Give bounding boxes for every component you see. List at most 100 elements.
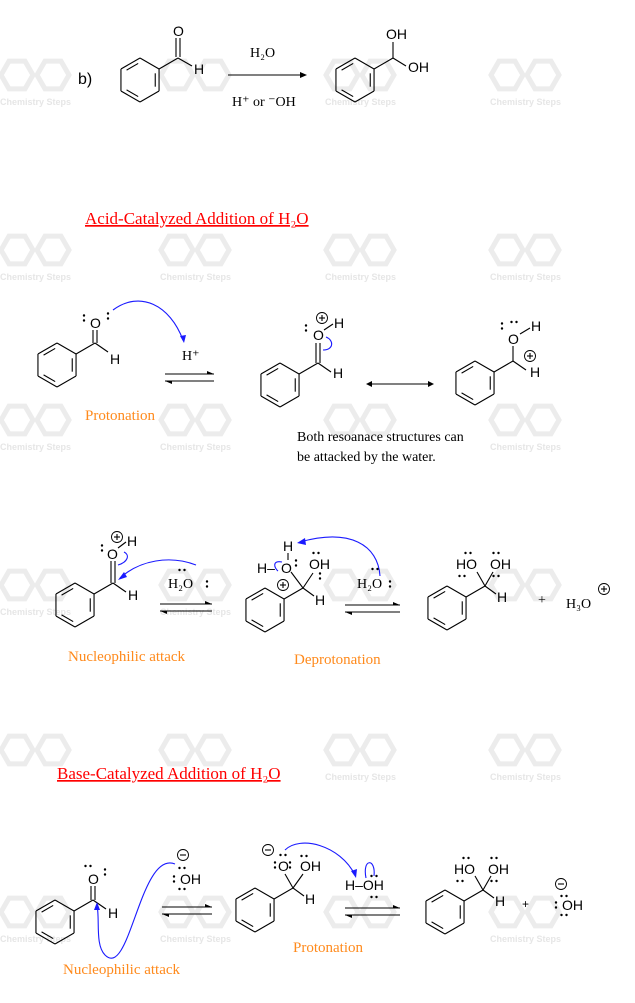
atom-oh: OH: [386, 26, 407, 42]
step-label-deprotonation: Deprotonation: [294, 652, 381, 668]
bond: [425, 889, 446, 902]
electron-dot: [456, 879, 459, 883]
bond: [264, 620, 285, 633]
atom-o: O: [313, 327, 324, 343]
curved-arrow: [322, 336, 333, 351]
bond: [260, 395, 281, 408]
reagent-water: H₂O: [168, 577, 193, 592]
watermark-text: Chemistry Steps: [0, 97, 71, 107]
electron-dot: [178, 568, 181, 572]
atom-h: H: [495, 893, 505, 909]
lone-pair: [500, 322, 504, 330]
electron-dot: [370, 874, 373, 878]
arrowhead: [393, 602, 400, 605]
bond: [55, 615, 76, 628]
hydrate-product: [425, 889, 484, 935]
equilibrium-arrows: [345, 602, 400, 615]
bond: [446, 618, 467, 631]
benzene-ring: [235, 887, 275, 933]
hexagon-icon: [158, 403, 196, 437]
bond: [446, 585, 467, 598]
double-bond: [341, 89, 354, 98]
double-bond: [431, 921, 444, 930]
electron-dot: [560, 913, 563, 917]
lone-pair: [490, 856, 498, 860]
bond: [120, 90, 141, 103]
double-bond: [433, 617, 446, 626]
watermark-logo: Chemistry Steps: [323, 233, 397, 282]
electron-dot: [294, 564, 298, 567]
lone-pair: [103, 868, 107, 876]
lone-pair: [304, 324, 308, 332]
double-bond: [266, 367, 279, 376]
electron-dot: [318, 577, 322, 580]
lone-pair: [106, 312, 110, 320]
bond: [55, 582, 76, 595]
electron-dot: [273, 866, 277, 869]
protonated-aldehyde: [55, 582, 114, 628]
watermark-text: Chemistry Steps: [490, 97, 561, 107]
bond: [335, 57, 356, 70]
watermark-logo: Chemistry Steps: [488, 403, 562, 452]
hexagon-icon: [158, 233, 196, 267]
atom-h: H: [305, 891, 315, 907]
hexagon-icon: [194, 403, 232, 437]
step-label-nucleophilic-attack: Nucleophilic attack: [68, 649, 186, 665]
electron-dot: [100, 544, 104, 547]
watermark-logo: Chemistry Steps: [158, 568, 232, 617]
double-bond: [41, 931, 54, 940]
electron-dot: [318, 572, 322, 575]
electron-dot: [510, 320, 513, 324]
double-bond: [251, 592, 264, 601]
electron-dot: [515, 320, 518, 324]
bond: [264, 587, 285, 600]
watermark-logo: [323, 403, 397, 437]
watermark-text: Chemistry Steps: [0, 607, 71, 617]
atom-h: H: [531, 318, 541, 334]
lone-pair: [458, 574, 466, 578]
lone-pair: [178, 568, 186, 572]
hexagon-icon: [524, 733, 562, 767]
lone-pair: [178, 866, 186, 870]
hexagon-icon: [359, 403, 397, 437]
electron-dot: [103, 868, 107, 871]
arrowhead: [207, 371, 214, 374]
bond: [354, 90, 375, 103]
lone-pair: [288, 861, 292, 869]
lone-pair: [273, 861, 277, 869]
hexagon-icon: [194, 58, 232, 92]
hexagon-icon: [194, 568, 232, 602]
electron-dot: [490, 879, 493, 883]
electron-dot: [178, 866, 181, 870]
double-bond: [43, 374, 56, 383]
double-bond: [241, 892, 254, 901]
arrowhead: [345, 915, 352, 918]
double-bond: [241, 919, 254, 928]
lone-pair: [388, 580, 392, 588]
bond: [298, 362, 319, 375]
oxonium-intermediate: [245, 587, 304, 633]
bond: [56, 375, 77, 388]
curved-arrow: [112, 300, 184, 341]
hexagon-icon: [194, 233, 232, 267]
electron-dot: [205, 580, 209, 583]
atom-o: O: [90, 315, 101, 331]
bond: [235, 887, 256, 900]
resonance-note-line1: Both resoanace structures can: [297, 430, 464, 445]
atom-ho: HO: [456, 556, 477, 572]
bond: [493, 360, 514, 373]
hexagon-icon: [524, 403, 562, 437]
equilibrium-arrows: [160, 601, 212, 614]
watermark-text: Chemistry Steps: [0, 934, 71, 944]
benzene-ring: [35, 899, 75, 945]
watermark-text: Chemistry Steps: [490, 442, 561, 452]
lone-pair: [178, 887, 186, 891]
bond: [54, 932, 75, 945]
electron-dot: [183, 866, 186, 870]
double-bond: [461, 365, 474, 374]
hexagon-icon: [34, 733, 72, 767]
hexagon-icon: [0, 568, 36, 602]
double-bond: [41, 904, 54, 913]
benzene-ring: [427, 585, 467, 631]
